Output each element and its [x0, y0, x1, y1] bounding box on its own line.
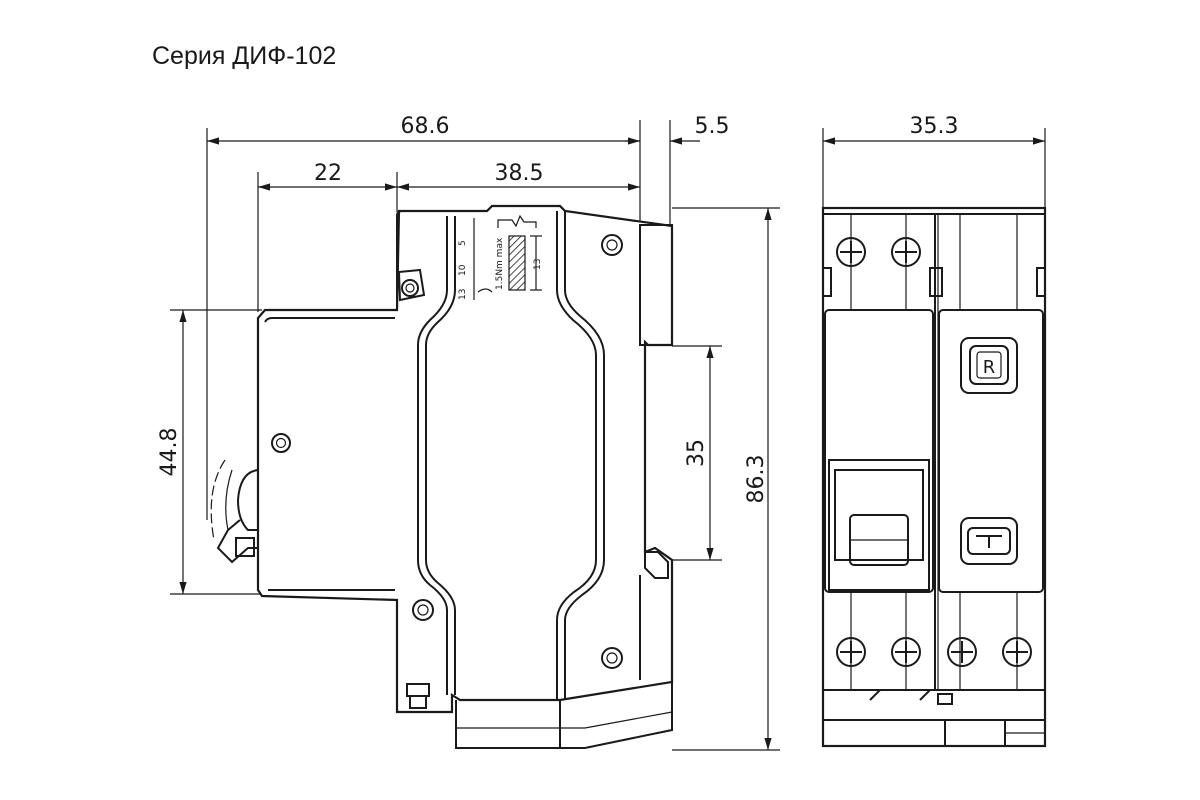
- dim-body-depth: 38.5: [495, 161, 544, 186]
- scale-mark: 5: [458, 240, 468, 246]
- test-button-icon: [960, 517, 1018, 565]
- strip-length-label: 13: [533, 259, 543, 270]
- screw-icon: [1002, 637, 1032, 667]
- reset-indicator-icon: R: [960, 337, 1018, 394]
- rivet-icon: [412, 599, 434, 621]
- scale-mark: 10: [458, 264, 468, 276]
- rivet-icon: [397, 268, 426, 302]
- side-view: 68.6 5.5 22 38.5 44.8 35 86.3: [157, 114, 780, 751]
- rivet-icon: [271, 433, 291, 453]
- screw-icon: [836, 637, 866, 667]
- torque-label: 1.5Nm max: [495, 237, 505, 290]
- diagram-title: Серия ДИФ-102: [152, 42, 337, 70]
- screw-icon: [836, 237, 866, 267]
- dim-rail-offset: 5.5: [695, 114, 730, 139]
- rivet-icon: [601, 647, 623, 669]
- scale-mark: 13: [458, 289, 468, 300]
- dim-width: 35.3: [910, 114, 959, 139]
- dim-front-height: 44.8: [157, 428, 182, 477]
- dim-overall-depth: 68.6: [401, 114, 450, 139]
- handle-icon: [828, 459, 930, 591]
- terminal-label: 5 10 13 1.5Nm max 13: [458, 214, 543, 300]
- rivet-icon: [601, 234, 623, 256]
- reset-letter: R: [983, 357, 996, 378]
- screw-icon: [947, 637, 977, 667]
- dim-rail-height: 35: [684, 439, 709, 467]
- screw-icon: [891, 637, 921, 667]
- front-view: 35.3: [821, 114, 1047, 748]
- dim-front-depth: 22: [314, 161, 342, 186]
- dim-overall-height: 86.3: [744, 455, 769, 504]
- screw-icon: [891, 237, 921, 267]
